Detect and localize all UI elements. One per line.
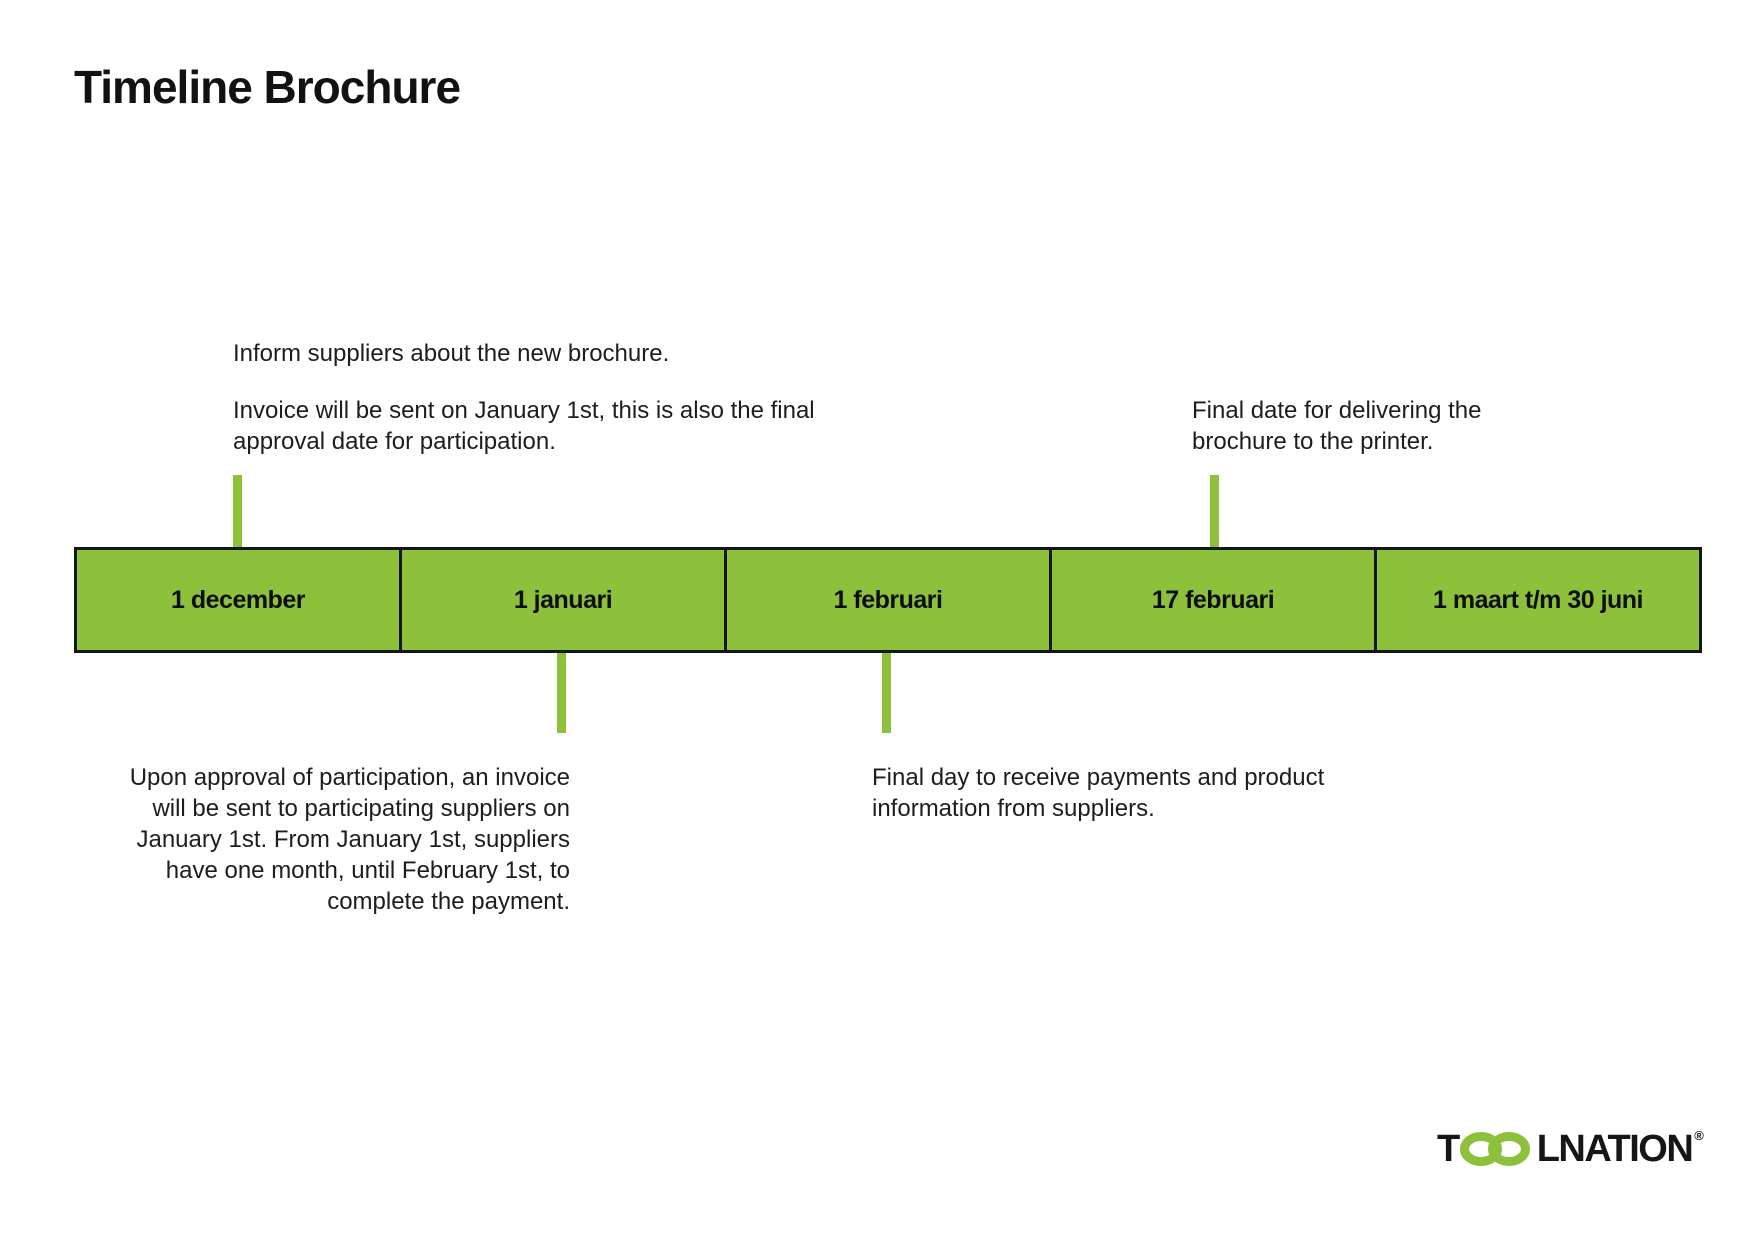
toolnation-logo: T LNATION ® [1437, 1128, 1704, 1170]
timeline-segment-label: 17 februari [1151, 585, 1275, 614]
annotation-final-delivery: Final date for delivering the brochure t… [1192, 397, 1482, 455]
annotation-inform-suppliers: Inform suppliers about the new brochure. [233, 340, 670, 367]
annotation-final-day-payments: Final day to receive payments and produc… [872, 764, 1325, 822]
logo-text-suffix: LNATION [1536, 1128, 1694, 1170]
connector-tick-below-januari [557, 653, 566, 733]
annotation-upon-approval: Upon approval of participation, an invoi… [129, 764, 570, 915]
connector-tick-above-december [233, 475, 242, 547]
timeline-segment-1-december: 1 december [77, 550, 399, 650]
connector-tick-below-februari [882, 653, 891, 733]
logo-text-prefix: T [1437, 1128, 1460, 1170]
timeline-segment-1-februari: 1 februari [724, 550, 1049, 650]
chain-links-icon [1459, 1132, 1530, 1166]
timeline-segment-1-maart-30-juni: 1 maart t/m 30 juni [1374, 550, 1699, 650]
timeline-segment-label: 1 januari [513, 585, 613, 614]
registered-trademark-mark: ® [1694, 1128, 1704, 1143]
annotation-invoice-sent: Invoice will be sent on January 1st, thi… [233, 397, 815, 455]
timeline-segment-label: 1 februari [833, 585, 943, 614]
page-title: Timeline Brochure [74, 61, 461, 113]
connector-tick-above-17-february [1210, 475, 1219, 547]
timeline-segment-17-februari: 17 februari [1049, 550, 1374, 650]
timeline-segment-label: 1 maart t/m 30 juni [1432, 585, 1644, 614]
timeline-bar: 1 december 1 januari 1 februari 17 febru… [74, 547, 1702, 653]
timeline-segment-label: 1 december [171, 585, 305, 614]
timeline-segment-1-januari: 1 januari [399, 550, 724, 650]
